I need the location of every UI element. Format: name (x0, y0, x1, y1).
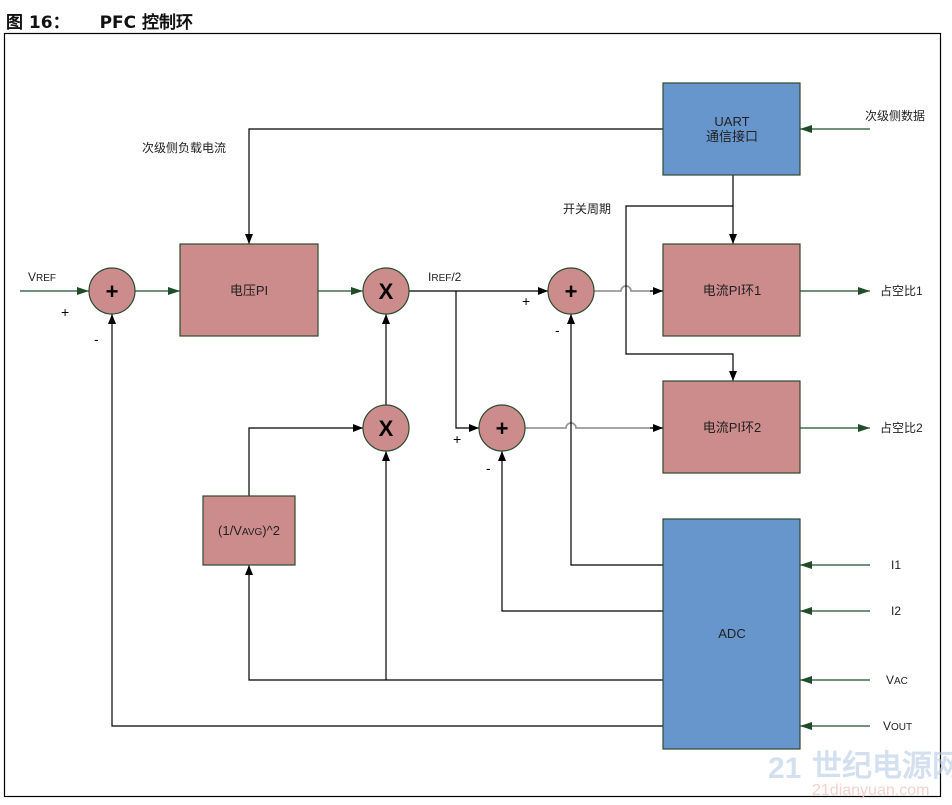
sign-plus-2: + (522, 293, 530, 309)
vout-label: VOUT (883, 719, 912, 733)
iref-half-label: IREF/2 (428, 270, 462, 284)
sum-junction-2: + (547, 267, 595, 315)
adc-vout-feedback-arrow (108, 314, 663, 727)
sign-minus-2: - (555, 322, 560, 338)
adc-i2-feedback-arrow (498, 451, 663, 612)
vac-label: VAC (886, 673, 908, 687)
connections (20, 125, 870, 730)
current-pi1-block: 电流PI环1 (662, 243, 801, 337)
sign-minus-1: - (94, 331, 99, 347)
figure-title: 图 16： PFC 控制环 (6, 8, 193, 33)
adc-block: ADC (662, 518, 801, 750)
i1-label: I1 (891, 558, 901, 572)
voltage-pi-block: 电压PI (179, 243, 319, 337)
svg-text:电流PI环1: 电流PI环1 (703, 283, 762, 298)
svg-text:电压PI: 电压PI (230, 283, 268, 298)
svg-text:+: + (496, 416, 509, 441)
watermark-logo: 21 世纪电源网 21dianyuan.com (768, 750, 952, 799)
current-pi2-block: 电流PI环2 (662, 380, 801, 474)
sign-plus-1: + (61, 304, 69, 320)
sum3-to-pi2-line (525, 422, 663, 429)
svg-text:ADC: ADC (718, 626, 745, 641)
sum-junction-3: + (478, 404, 526, 452)
svg-text:X: X (379, 416, 394, 441)
svg-text:(1/VAVG)^2: (1/VAVG)^2 (218, 523, 280, 538)
load-current-arrow (245, 128, 663, 244)
switching-period-to-pi2-arrow (625, 205, 737, 381)
svg-text:世纪电源网: 世纪电源网 (812, 750, 952, 783)
svg-text:UART: UART (714, 114, 749, 129)
multiplier-2: X (362, 404, 410, 452)
iref-to-sum3-arrow (455, 291, 479, 432)
svg-text:21: 21 (768, 752, 801, 785)
svg-text:通信接口: 通信接口 (706, 129, 758, 144)
inverse-vavg-squared-block: (1/VAVG)^2 (202, 495, 296, 566)
i2-label: I2 (891, 604, 901, 618)
svg-text:+: + (565, 279, 578, 304)
figure-caption: PFC 控制环 (99, 13, 194, 33)
sign-plus-3: + (453, 431, 461, 447)
duty2-label: 占空比2 (880, 420, 923, 435)
switching-period-label: 开关周期 (563, 202, 611, 216)
multiplier-1: X (362, 267, 410, 315)
duty1-label: 占空比1 (880, 283, 923, 298)
sum-junction-1: + (88, 267, 136, 315)
svg-text:电流PI环2: 电流PI环2 (703, 420, 762, 435)
svg-text:21dianyuan.com: 21dianyuan.com (812, 782, 929, 799)
figure-number: 图 16： (6, 13, 70, 33)
figure-frame (3, 32, 942, 798)
adc-i1-feedback-arrow (567, 314, 663, 566)
sign-minus-3: - (486, 460, 491, 476)
secondary-load-current-label: 次级侧负载电流 (142, 141, 226, 155)
adc-vac-to-inv-vavg-arrow (245, 565, 663, 681)
secondary-data-label: 次级侧数据 (865, 108, 925, 123)
sum2-to-pi1-line (594, 285, 663, 292)
vref-label: VREF (28, 270, 56, 284)
inv-vavg-to-mult2-arrow (248, 424, 363, 496)
svg-text:X: X (379, 279, 394, 304)
svg-text:+: + (106, 279, 119, 304)
uart-block: UART 通信接口 (662, 82, 801, 176)
